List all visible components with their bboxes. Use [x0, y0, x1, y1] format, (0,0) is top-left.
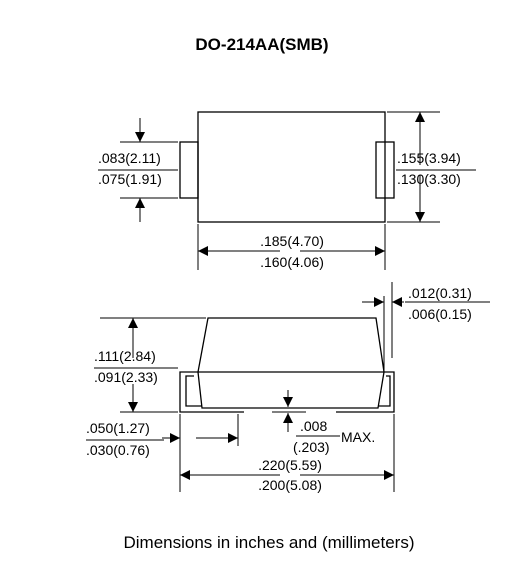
body-height-min-label: .130(3.30)	[397, 171, 461, 187]
body-height-max-label: .155(3.94)	[397, 150, 461, 166]
body-length-max-label: .185(4.70)	[260, 233, 324, 249]
lead-length-max-label: .050(1.27)	[86, 420, 150, 436]
tab-height-min-label: .075(1.91)	[98, 171, 162, 187]
side-view-body-lower-left	[197, 371, 244, 409]
standoff-suffix-label: MAX.	[341, 429, 375, 445]
overall-length-max-label: .220(5.59)	[258, 457, 322, 473]
lead-thickness-min-label: .006(0.15)	[408, 306, 472, 322]
package-height-max-label: .111(2.84)	[94, 348, 156, 364]
body-length-min-label: .160(4.06)	[260, 254, 324, 270]
right-lead-inner	[378, 375, 391, 407]
units-caption: Dimensions in inches and (millimeters)	[124, 533, 415, 552]
top-view-right-tab	[375, 141, 395, 199]
top-view-body	[197, 111, 386, 223]
overall-length-min-label: .200(5.08)	[258, 477, 322, 493]
drawing-title: DO-214AA(SMB)	[195, 35, 328, 54]
tab-height-max-label: .083(2.11)	[98, 150, 161, 166]
top-view	[98, 111, 476, 270]
lead-thickness-max-label: .012(0.31)	[408, 285, 472, 301]
side-view-body-lower-right	[336, 371, 385, 409]
side-view	[86, 282, 490, 492]
lead-length-min-label: .030(0.76)	[86, 442, 150, 458]
top-view-left-tab	[179, 141, 199, 199]
left-lead-inner	[185, 375, 202, 407]
standoff-max-label: .008	[300, 418, 327, 434]
right-lead-outer	[336, 371, 395, 413]
side-view-body-top	[197, 317, 385, 373]
package-height-min-label: .091(2.33)	[94, 369, 158, 385]
left-lead-outer	[179, 371, 244, 413]
standoff-max-mm-label: (.203)	[293, 439, 330, 455]
